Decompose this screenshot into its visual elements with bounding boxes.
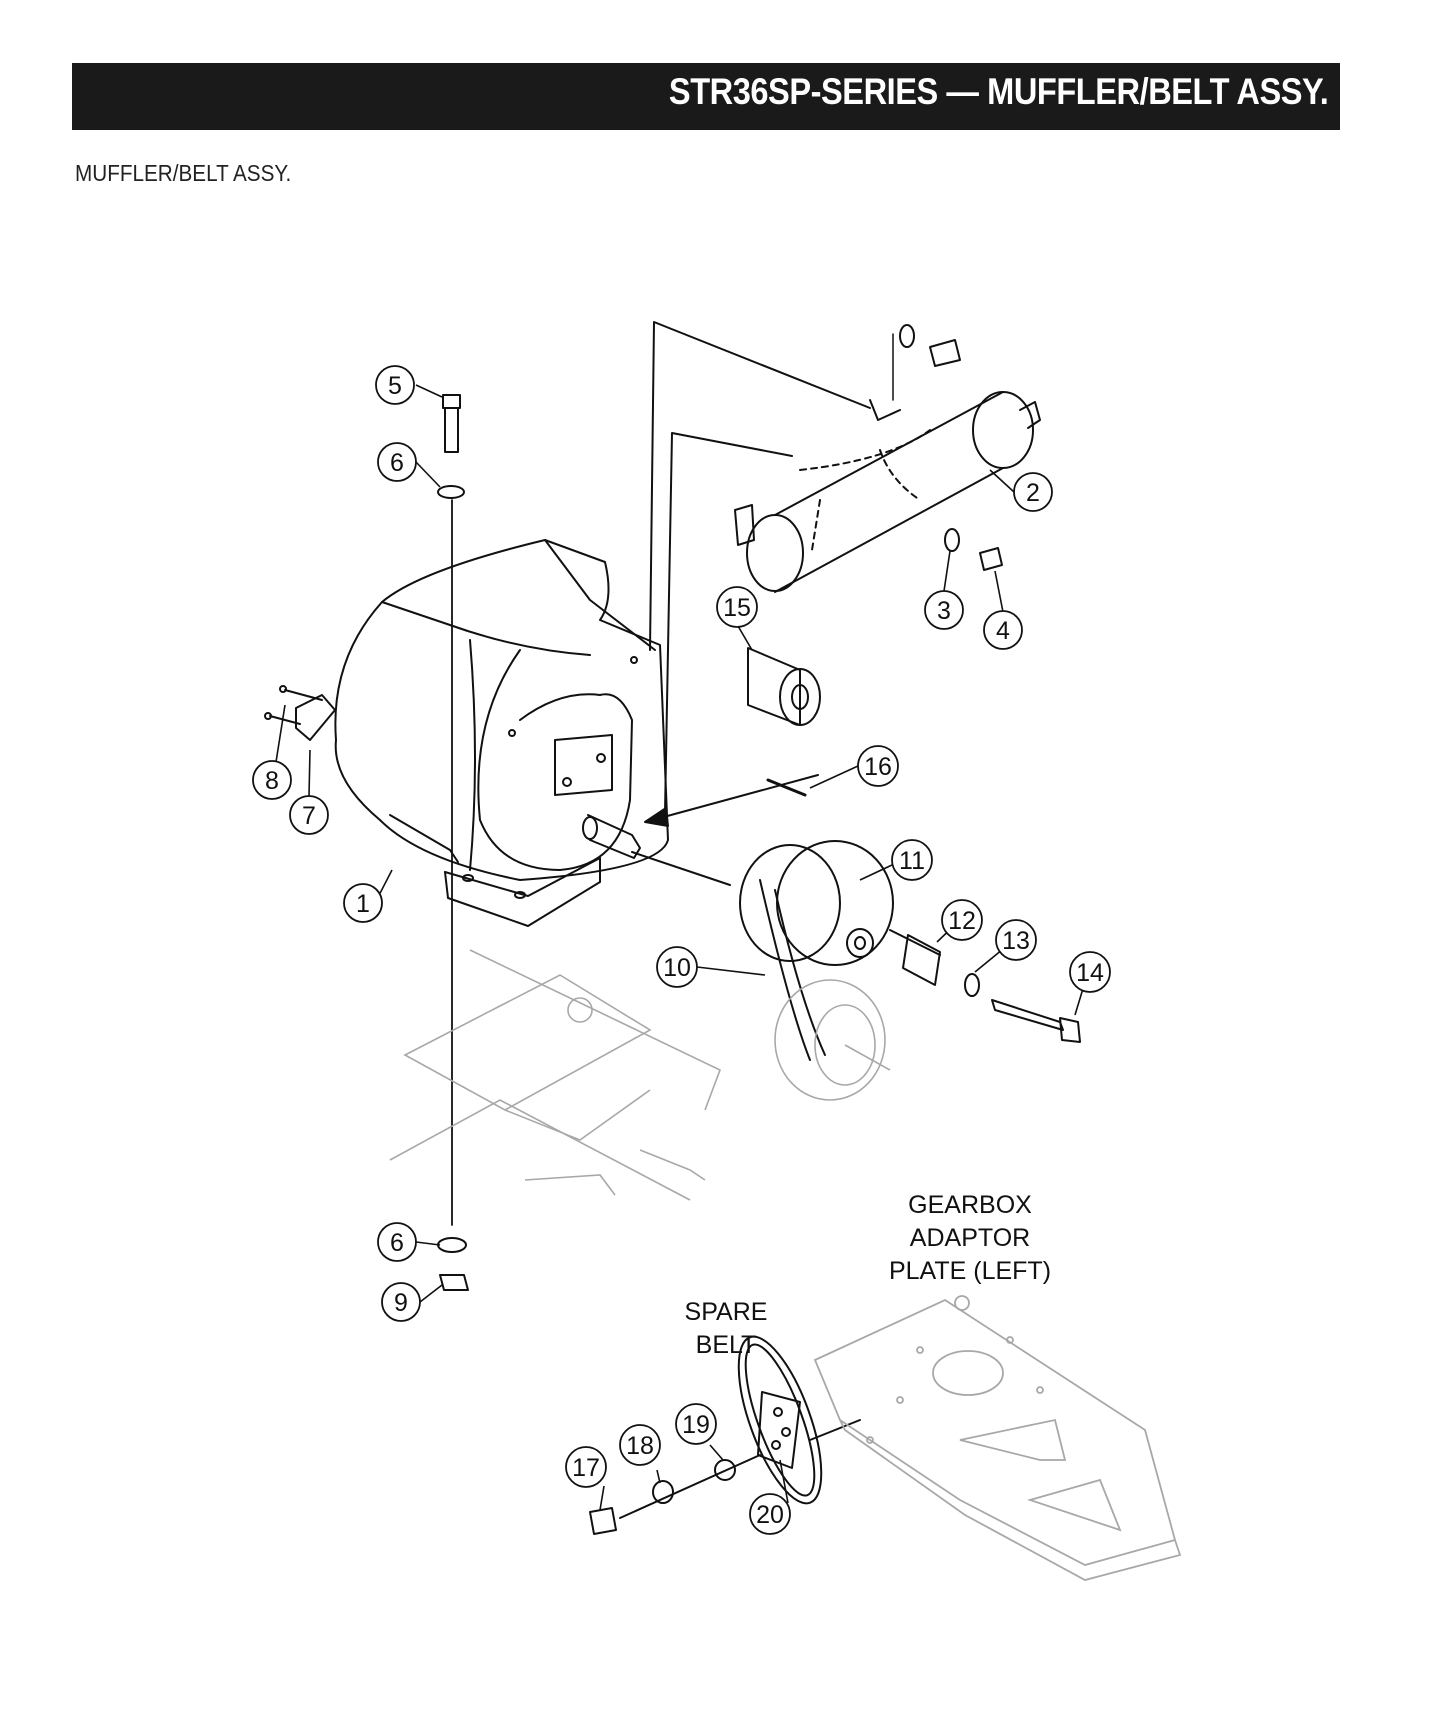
callout-4: 4 (983, 610, 1023, 650)
callout-18: 18 (619, 1424, 661, 1466)
callout-13: 13 (995, 919, 1037, 961)
svg-text:3: 3 (937, 597, 951, 625)
ghost-gearbox-pulley (774, 979, 891, 1101)
callout-19: 19 (675, 1403, 717, 1445)
callout-2: 2 (1013, 472, 1053, 512)
key-16 (766, 778, 807, 797)
title-bar: STR36SP-SERIES — MUFFLER/BELT ASSY. (72, 63, 1340, 130)
svg-text:5: 5 (388, 372, 402, 400)
ghost-frame (389, 949, 722, 1201)
svg-text:13: 13 (1002, 927, 1030, 955)
spacer-15 (747, 647, 821, 726)
svg-text:1: 1 (356, 890, 370, 918)
svg-text:18: 18 (626, 1432, 654, 1460)
svg-text:6: 6 (390, 449, 404, 477)
callout-5: 5 (375, 365, 415, 405)
callout-6-bottom: 6 (377, 1222, 417, 1262)
callout-leaders (275, 384, 1089, 1511)
callout-20: 20 (749, 1493, 791, 1535)
spare-belt-label: SPARE BELT (685, 1298, 768, 1359)
muffler-leader-lines (649, 321, 871, 813)
callout-8: 8 (252, 760, 292, 800)
svg-text:4: 4 (996, 617, 1010, 645)
callout-17: 17 (565, 1446, 607, 1488)
lower-hardware (437, 1237, 469, 1291)
callout-7: 7 (289, 795, 329, 835)
callout-10: 10 (656, 946, 698, 988)
callout-12: 12 (941, 899, 983, 941)
muffler-hardware (899, 324, 1003, 571)
callout-3: 3 (924, 590, 964, 630)
bolt-top (437, 394, 465, 499)
callout-6-top: 6 (377, 442, 417, 482)
svg-text:16: 16 (864, 753, 892, 781)
spacer-washer-bolt (902, 934, 1081, 1043)
callout-15: 15 (716, 586, 758, 628)
svg-text:10: 10 (663, 954, 691, 982)
gearbox-plate-label: GEARBOX ADAPTOR PLATE (LEFT) (889, 1191, 1051, 1285)
section-subtitle: MUFFLER/BELT ASSY. (75, 160, 292, 186)
svg-text:6: 6 (390, 1229, 404, 1257)
callout-11: 11 (891, 839, 933, 881)
pointer-arrow (644, 774, 819, 827)
callout-16: 16 (857, 745, 899, 787)
svg-text:GEARBOX: GEARBOX (908, 1191, 1032, 1219)
svg-text:8: 8 (265, 767, 279, 795)
gearbox-adaptor-plate (813, 1295, 1182, 1581)
callout-1: 1 (343, 883, 383, 923)
shield-and-screws (264, 685, 336, 741)
muffler (734, 333, 1041, 593)
svg-text:19: 19 (682, 1411, 710, 1439)
svg-text:7: 7 (302, 802, 316, 830)
svg-text:9: 9 (394, 1289, 408, 1317)
callout-circles: 1 2 3 4 5 6 6 7 8 9 10 11 12 13 14 15 16… (252, 365, 1111, 1535)
svg-text:2: 2 (1026, 479, 1040, 507)
callout-9: 9 (381, 1282, 421, 1322)
svg-text:20: 20 (756, 1501, 784, 1529)
callout-14: 14 (1069, 951, 1111, 993)
svg-text:17: 17 (572, 1454, 600, 1482)
pulley-assembly (739, 840, 941, 1061)
svg-text:BELT: BELT (696, 1331, 757, 1359)
svg-text:PLATE (LEFT): PLATE (LEFT) (889, 1257, 1051, 1285)
svg-text:14: 14 (1076, 959, 1104, 987)
svg-text:ADAPTOR: ADAPTOR (910, 1224, 1030, 1252)
svg-text:12: 12 (948, 907, 976, 935)
page-title: STR36SP-SERIES — MUFFLER/BELT ASSY. (668, 71, 1329, 112)
svg-text:11: 11 (899, 847, 925, 875)
spare-belt-assembly (589, 1335, 861, 1535)
engine (334, 539, 731, 927)
svg-text:SPARE: SPARE (685, 1298, 768, 1326)
svg-text:15: 15 (723, 594, 751, 622)
